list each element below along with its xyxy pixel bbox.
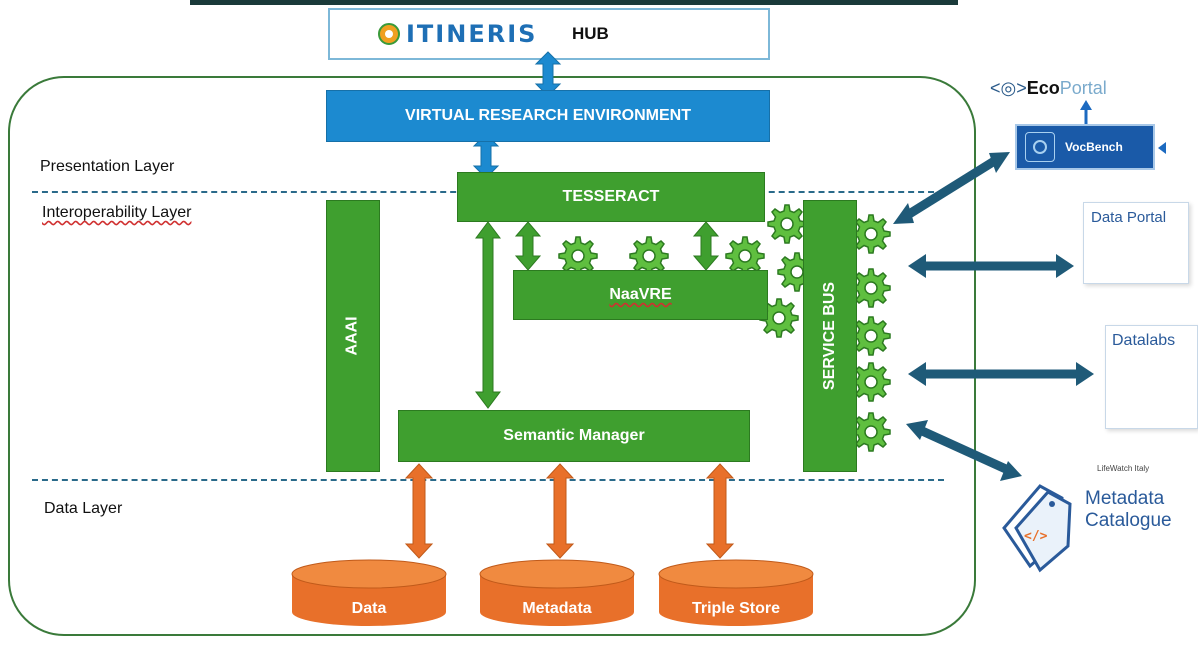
datalabs-label: Datalabs	[1112, 332, 1176, 349]
vocbench-icon	[1025, 132, 1055, 162]
data-layer-label: Data Layer	[44, 500, 123, 517]
ecoportal-eco: Eco	[1026, 78, 1060, 98]
itineris-globe-icon	[378, 23, 400, 45]
servicebus-metadatacatalogue-arrow	[906, 420, 1022, 481]
vocbench-ecoportal-arrow	[1080, 100, 1092, 124]
gear-icon	[851, 412, 891, 452]
vocbench-box: VocBench	[1015, 124, 1155, 170]
servicebus-dataportal-arrow	[908, 254, 1074, 278]
metadata-store-label: Metadata	[522, 600, 592, 617]
tesseract-semantic-arrow	[475, 221, 501, 409]
servicebus-vocbench-arrow	[893, 152, 1010, 224]
naavre-label: NaaVRE	[609, 286, 672, 303]
tesseract-naavre-arrow-left	[514, 221, 542, 271]
servicebus-datalabs-arrow	[908, 362, 1094, 386]
aaai-label: AAAI	[343, 316, 361, 356]
metadata-store: Metadata	[480, 566, 634, 658]
data-portal-card: Data Portal	[1083, 202, 1189, 284]
semantic-metadata-arrow	[545, 463, 575, 559]
tesseract-naavre-arrow-right	[692, 221, 720, 271]
itineris-logo: ITINERIS	[378, 20, 537, 48]
semantic-triplestore-arrow	[705, 463, 735, 559]
tesseract-box: TESSERACT	[457, 172, 765, 222]
architecture-container	[8, 76, 976, 636]
ecoportal-globe-icon: ◎>	[1000, 78, 1027, 98]
gear-icon	[851, 362, 891, 402]
virtual-research-environment-box: VIRTUAL RESEARCH ENVIRONMENT	[326, 90, 770, 142]
data-cylinder	[291, 559, 447, 626]
presentation-layer-label: Presentation Layer	[40, 158, 175, 175]
itineris-name: ITINERIS	[406, 20, 538, 48]
vocbench-side-arrow	[1158, 142, 1166, 154]
ecoportal-logo: <◎>EcoPortal	[990, 78, 1107, 99]
data-store: Data	[292, 566, 446, 658]
metadata-cylinder	[479, 559, 635, 626]
metadata-catalogue-line1: Metadata	[1085, 488, 1165, 509]
itineris-hub-box: ITINERIS HUB	[328, 8, 770, 60]
gear-icon	[851, 316, 891, 356]
metadata-catalogue-label: Metadata Catalogue	[1085, 488, 1172, 532]
ecoportal-portal: Portal	[1059, 78, 1107, 98]
data-store-label: Data	[351, 600, 387, 617]
data-portal-label: Data Portal	[1091, 209, 1167, 226]
triple-store-label: Triple Store	[691, 600, 781, 617]
semantic-data-arrow	[404, 463, 434, 559]
vocbench-label: VocBench	[1065, 140, 1123, 154]
tag-icon: </>	[1002, 484, 1072, 573]
service-bus-label: SERVICE BUS	[821, 281, 838, 391]
triple-store: Triple Store	[659, 566, 813, 658]
gear-icon	[851, 268, 891, 308]
interoperability-layer-label: Interoperability Layer	[42, 204, 192, 221]
metadata-catalogue-line2: Catalogue	[1085, 510, 1172, 531]
lifewatch-label: LifeWatch Italy	[1097, 464, 1150, 473]
datalabs-card: Datalabs	[1105, 325, 1198, 429]
gear-icon	[767, 204, 807, 244]
svg-text:</>: </>	[1024, 529, 1048, 544]
hub-label: HUB	[572, 24, 609, 43]
semantic-manager-box: Semantic Manager	[398, 410, 750, 462]
separator-interop-data	[32, 479, 944, 481]
ecoportal-bracket: <	[990, 78, 1001, 98]
triplestore-cylinder	[658, 559, 814, 626]
aaai-box: AAAI	[326, 200, 380, 472]
naavre-box: NaaVRE	[513, 270, 768, 320]
top-image-strip	[190, 0, 958, 5]
service-bus-box: SERVICE BUS	[803, 200, 857, 472]
gear-icon	[851, 214, 891, 254]
